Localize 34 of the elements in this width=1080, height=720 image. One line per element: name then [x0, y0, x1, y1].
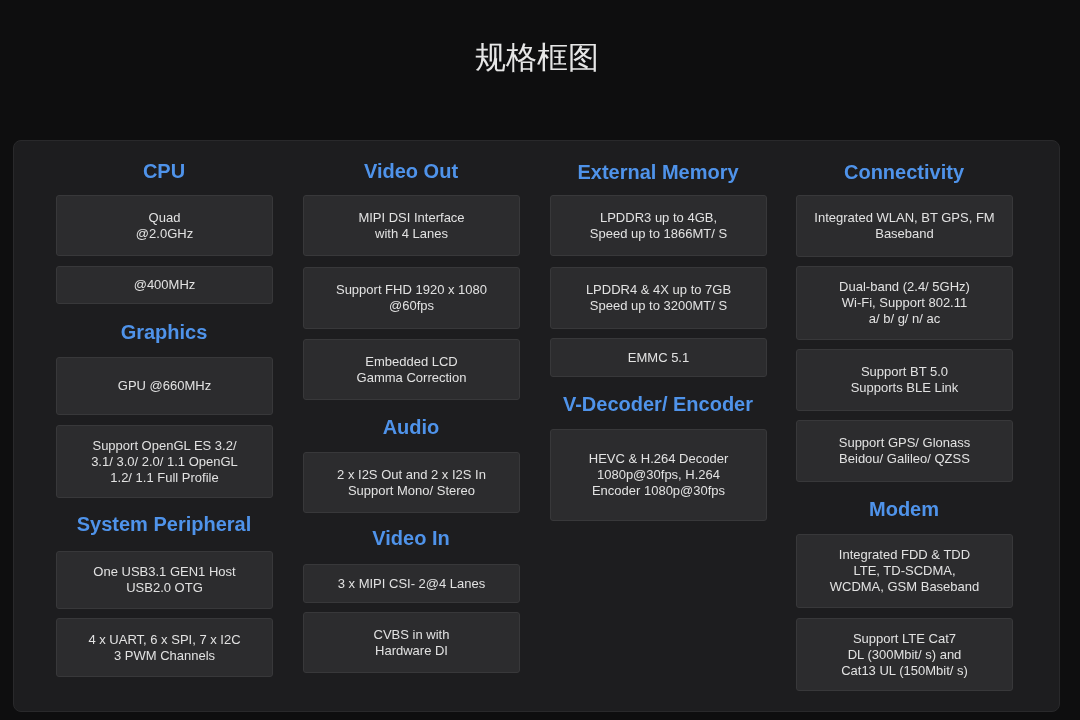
spec-card: MIPI DSI Interface with 4 Lanes	[303, 195, 520, 256]
section-heading: Video In	[372, 526, 450, 550]
section-heading: System Peripheral	[76, 512, 252, 536]
spec-card: 4 x UART, 6 x SPI, 7 x I2C 3 PWM Channels	[56, 618, 273, 677]
spec-card: Embedded LCD Gamma Correction	[303, 339, 520, 400]
spec-card: 2 x I2S Out and 2 x I2S In Support Mono/ Stereo	[303, 452, 520, 513]
spec-card: CVBS in with Hardware DI	[303, 612, 520, 673]
section-heading: Audio	[382, 415, 440, 439]
spec-card: Integrated FDD & TDD LTE, TD-SCDMA, WCDMA, GSM Baseband	[796, 534, 1013, 608]
spec-card: LPDDR3 up to 4GB, Speed up to 1866MT/ S	[550, 195, 767, 256]
section-heading: V-Decoder/ Encoder	[562, 392, 754, 416]
spec-card: HEVC & H.264 Decoder 1080p@30fps, H.264 Encoder 1080p@30fps	[550, 429, 767, 521]
spec-card: Dual-band (2.4/ 5GHz) Wi-Fi, Support 802.11 a/ b/ g/ n/ ac	[796, 266, 1013, 340]
spec-card: EMMC 5.1	[550, 338, 767, 377]
section-heading: CPU	[142, 159, 186, 183]
section-heading: Video Out	[363, 159, 459, 183]
spec-panel	[13, 140, 1060, 712]
spec-card: LPDDR4 & 4X up to 7GB Speed up to 3200MT/ S	[550, 267, 767, 329]
spec-card: Integrated WLAN, BT GPS, FM Baseband	[796, 195, 1013, 257]
section-heading: Modem	[869, 497, 939, 521]
spec-card: Support FHD 1920 x 1080 @60fps	[303, 267, 520, 329]
section-heading: Connectivity	[844, 160, 964, 184]
spec-card: GPU @660MHz	[56, 357, 273, 415]
diagram-title: 规格框图	[475, 40, 599, 76]
spec-card: Support LTE Cat7 DL (300Mbit/ s) and Cat13 UL (150Mbit/ s)	[796, 618, 1013, 691]
section-heading: Graphics	[120, 320, 208, 344]
spec-card: Support GPS/ Glonass Beidou/ Galileo/ QZSS	[796, 420, 1013, 482]
spec-card: 3 x MIPI CSI- 2@4 Lanes	[303, 564, 520, 603]
spec-card: Quad @2.0GHz	[56, 195, 273, 256]
spec-card: @400MHz	[56, 266, 273, 304]
spec-card: One USB3.1 GEN1 Host USB2.0 OTG	[56, 551, 273, 609]
spec-card: Support BT 5.0 Supports BLE Link	[796, 349, 1013, 411]
section-heading: External Memory	[577, 160, 739, 184]
spec-card: Support OpenGL ES 3.2/ 3.1/ 3.0/ 2.0/ 1.1 OpenGL 1.2/ 1.1 Full Profile	[56, 425, 273, 498]
